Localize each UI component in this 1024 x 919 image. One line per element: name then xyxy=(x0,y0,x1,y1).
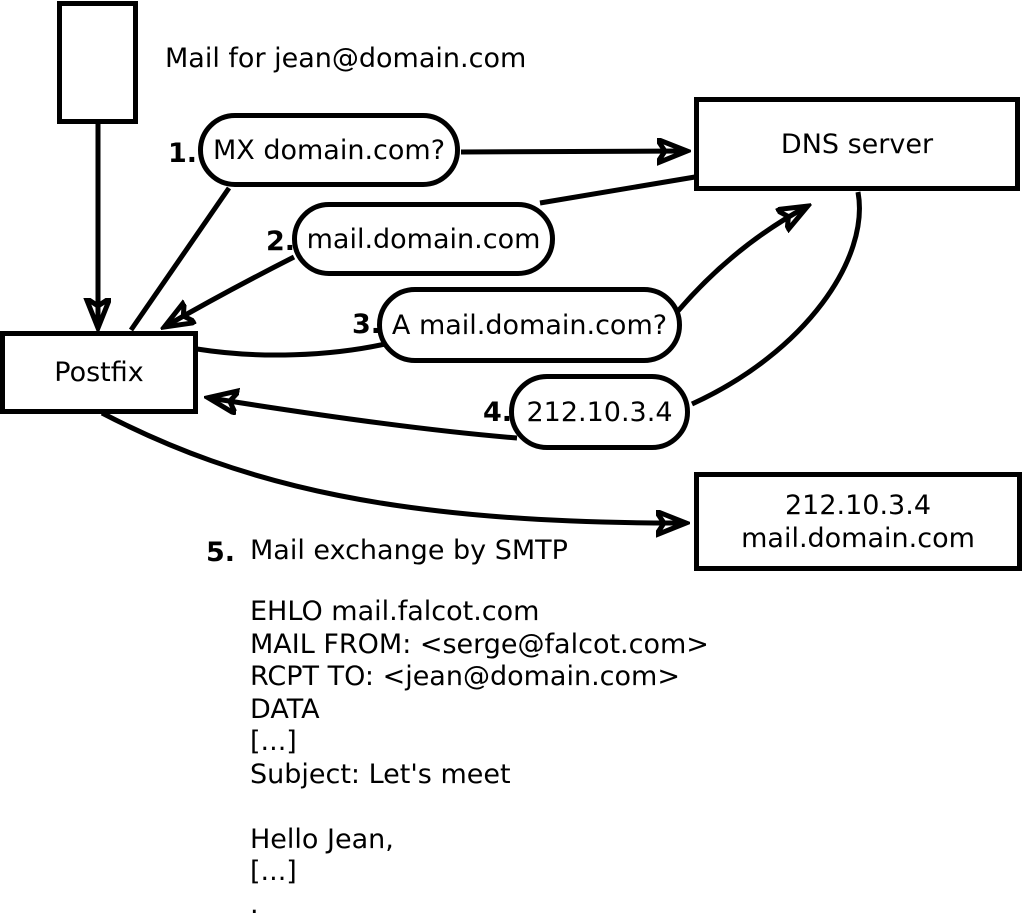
step-3-number: 3. xyxy=(352,309,382,340)
arrow-ip-reply-to-postfix xyxy=(210,398,518,441)
step-4-pill-label: 212.10.3.4 xyxy=(526,396,673,428)
line-dns-to-ip-reply xyxy=(690,191,862,407)
step-1-pill-label: MX domain.com? xyxy=(212,134,446,166)
mail-note-label: Mail for jean@domain.com xyxy=(165,43,527,74)
step-4-number: 4. xyxy=(483,397,513,428)
arrow-mx-query-to-dns xyxy=(460,151,685,152)
arrow-a-query-to-dns xyxy=(676,207,806,313)
step-5-label: Mail exchange by SMTP xyxy=(250,535,568,566)
dns-server-node: DNS server xyxy=(694,97,1020,191)
mail-server-hostname-label: mail.domain.com xyxy=(741,522,975,554)
dns-server-node-label: DNS server xyxy=(780,128,934,160)
mail-server-ip-label: 212.10.3.4 xyxy=(785,489,931,521)
arrow-mx-reply-to-postfix xyxy=(166,254,296,326)
step-2-pill-label: mail.domain.com xyxy=(306,223,541,255)
step-3-a-query-pill: A mail.domain.com? xyxy=(377,287,682,363)
step-2-mx-reply-pill: mail.domain.com xyxy=(292,202,555,276)
arrow-smtp-exchange-to-mail-server xyxy=(100,410,684,523)
line-dns-to-mx-reply xyxy=(539,174,696,206)
step-1-number: 1. xyxy=(168,138,198,169)
step-1-mx-query-pill: MX domain.com? xyxy=(198,113,460,187)
step-2-number: 2. xyxy=(266,226,296,257)
line-postfix-to-a-query xyxy=(196,341,386,358)
step-5-number: 5. xyxy=(206,537,236,568)
postfix-node-label: Postfix xyxy=(54,357,144,388)
mail-server-node: 212.10.3.4 mail.domain.com xyxy=(694,472,1022,571)
mail-document-shape xyxy=(57,1,138,124)
postfix-node: Postfix xyxy=(0,331,198,414)
line-postfix-to-mx-query xyxy=(128,186,232,332)
step-4-ip-reply-pill: 212.10.3.4 xyxy=(509,374,690,450)
step-3-pill-label: A mail.domain.com? xyxy=(391,309,668,341)
smtp-session-transcript: EHLO mail.falcot.com MAIL FROM: <serge@f… xyxy=(250,596,709,919)
